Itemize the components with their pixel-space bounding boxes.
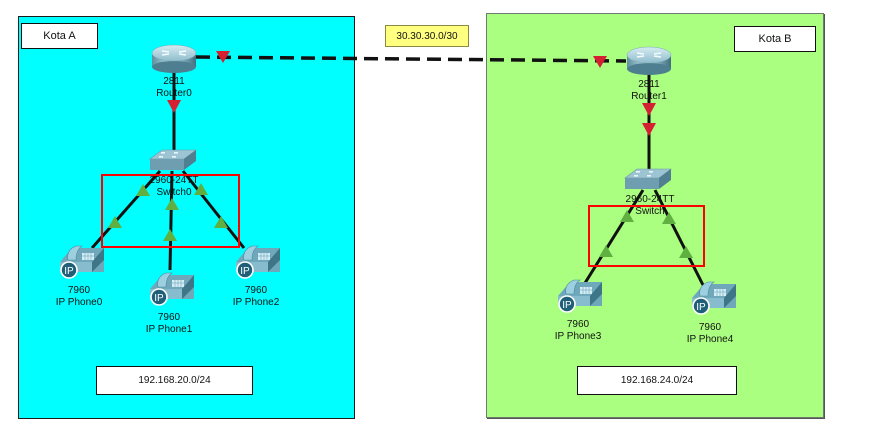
router0-model: 2811 (163, 76, 185, 87)
switch1-label: 2960-24TT Switch (626, 194, 675, 218)
phone3-label: 7960 IP Phone3 (555, 319, 602, 343)
note-kota-a[interactable]: Kota A (21, 23, 98, 49)
switch0-icon[interactable] (149, 149, 197, 171)
link-switch0-phone0[interactable] (90, 170, 162, 249)
phone1-icon[interactable] (149, 272, 195, 306)
note-network-a-text: 192.168.20.0/24 (138, 375, 211, 386)
phone2-model: 7960 (244, 285, 268, 296)
link-down-indicators (167, 51, 656, 136)
area-kota-a (18, 16, 355, 419)
link-up-indicator (165, 198, 179, 210)
phone2-name: IP Phone2 (232, 297, 280, 308)
note-network-a[interactable]: 192.168.20.0/24 (96, 366, 253, 395)
phone3-icon[interactable] (557, 279, 603, 313)
link-up-indicators (108, 183, 693, 258)
phone2-label: 7960 IP Phone2 (233, 285, 280, 309)
router0-name: Router0 (156, 88, 192, 99)
switch0-label: 2960-24TT Switch0 (150, 175, 199, 199)
phone0-icon[interactable] (59, 245, 105, 279)
phone4-name: IP Phone4 (686, 334, 734, 345)
phone3-name: IP Phone3 (554, 331, 602, 342)
note-kota-a-text: Kota A (43, 30, 76, 42)
switch0-name: Switch0 (156, 187, 192, 198)
phone4-label: 7960 IP Phone4 (687, 322, 734, 346)
link-up-indicator (108, 216, 122, 228)
phone0-name: IP Phone0 (55, 297, 103, 308)
router0-icon[interactable] (151, 44, 197, 74)
link-down-indicator (642, 103, 656, 116)
router1-name: Router1 (631, 91, 667, 102)
link-up-indicator (214, 216, 228, 228)
area-kota-b (486, 13, 824, 418)
router1-label: 2811 Router1 (631, 79, 667, 103)
link-up-indicator (620, 210, 634, 222)
link-down-indicator (216, 51, 230, 63)
note-network-b-text: 192.168.24.0/24 (620, 375, 694, 386)
phone4-model: 7960 (698, 322, 722, 333)
router1-model: 2811 (638, 79, 660, 90)
router1-icon[interactable] (626, 46, 672, 76)
switch0-model: 2960-24TT (149, 175, 199, 186)
highlight-box-lan-a (101, 174, 240, 248)
phone1-label: 7960 IP Phone1 (146, 312, 193, 336)
phone1-name: IP Phone1 (145, 324, 193, 335)
link-down-indicator (167, 100, 181, 113)
switch1-icon[interactable] (624, 168, 672, 190)
phone0-model: 7960 (67, 285, 91, 296)
link-up-indicator (599, 245, 613, 257)
link-switch0-phone2[interactable] (181, 170, 246, 249)
link-up-indicator (163, 229, 177, 241)
phone3-model: 7960 (566, 319, 590, 330)
link-up-indicator (679, 246, 693, 258)
link-down-indicator (642, 123, 656, 136)
link-up-indicator (136, 184, 150, 196)
highlight-box-lan-b (588, 205, 705, 267)
phone2-icon[interactable] (235, 245, 281, 279)
link-up-indicator (662, 212, 676, 224)
wan-link[interactable] (195, 55, 627, 63)
router0-label: 2811 Router0 (156, 76, 192, 100)
note-kota-b-text: Kota B (758, 33, 792, 45)
phone1-model: 7960 (157, 312, 181, 323)
note-wan-network-text: 30.30.30.0/30 (396, 30, 458, 42)
note-wan-network[interactable]: 30.30.30.0/30 (385, 25, 469, 47)
note-network-b[interactable]: 192.168.24.0/24 (577, 366, 737, 395)
phone4-icon[interactable] (691, 281, 737, 315)
switch1-model: 2960-24TT (625, 194, 675, 205)
switch1-name: Switch (635, 206, 665, 217)
link-switch0-phone1[interactable] (168, 170, 174, 271)
link-down-indicator (593, 56, 607, 68)
phone0-label: 7960 IP Phone0 (56, 285, 103, 309)
note-kota-b[interactable]: Kota B (734, 26, 816, 52)
link-up-indicator (194, 183, 208, 195)
